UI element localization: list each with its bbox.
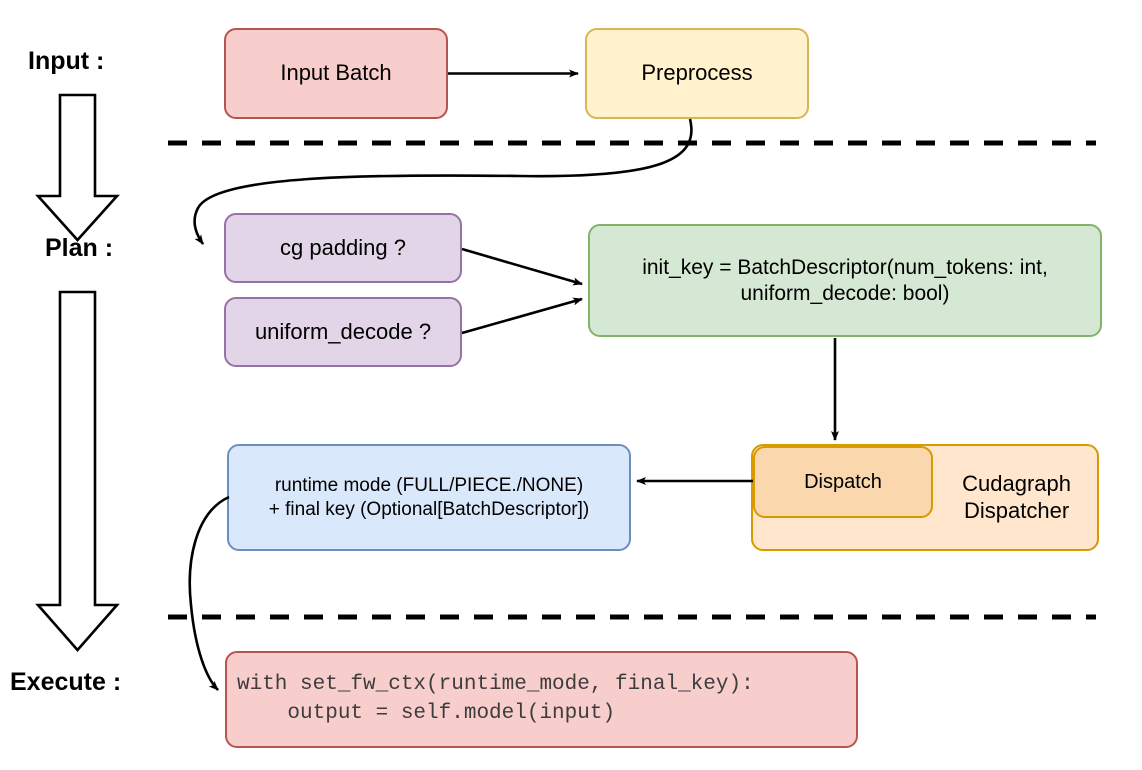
node-init-key[interactable]: init_key = BatchDescriptor(num_tokens: i… (588, 224, 1102, 337)
node-init-key-label: init_key = BatchDescriptor(num_tokens: i… (642, 255, 1048, 305)
plan-to-execute-flow-arrow (35, 290, 120, 652)
node-execute-code-label: with set_fw_ctx(runtime_mode, final_key)… (237, 673, 754, 725)
stage-label-plan: Plan : (45, 234, 114, 262)
edge-uniform-decode-to-init-key (461, 297, 583, 335)
node-uniform-decode-label: uniform_decode ? (254, 318, 432, 344)
node-runtime-mode[interactable]: runtime mode (FULL/PIECE./NONE) + final … (227, 444, 631, 551)
input-to-plan-flow-arrow (35, 93, 120, 242)
edge-cg-padding-to-init-key (461, 247, 583, 286)
node-uniform-decode[interactable]: uniform_decode ? (224, 297, 462, 367)
stage-label-input: Input : (28, 47, 105, 75)
node-preprocess-label: Preprocess (641, 60, 753, 86)
edge-runtime-mode-to-execute-code (188, 495, 230, 691)
node-execute-code[interactable]: with set_fw_ctx(runtime_mode, final_key)… (225, 651, 858, 748)
node-input-batch-label: Input Batch (280, 60, 392, 86)
node-cg-padding[interactable]: cg padding ? (224, 213, 462, 283)
stage-label-execute: Execute : (10, 668, 122, 696)
node-preprocess[interactable]: Preprocess (585, 28, 809, 119)
node-dispatch-label: Dispatch (804, 470, 882, 493)
node-dispatch[interactable]: Dispatch (753, 446, 933, 518)
node-cudagraph-dispatcher-label: Cudagraph Dispatcher (962, 470, 1071, 523)
node-runtime-mode-label: runtime mode (FULL/PIECE./NONE) + final … (268, 475, 590, 520)
node-input-batch[interactable]: Input Batch (224, 28, 448, 119)
node-cg-padding-label: cg padding ? (280, 234, 406, 260)
